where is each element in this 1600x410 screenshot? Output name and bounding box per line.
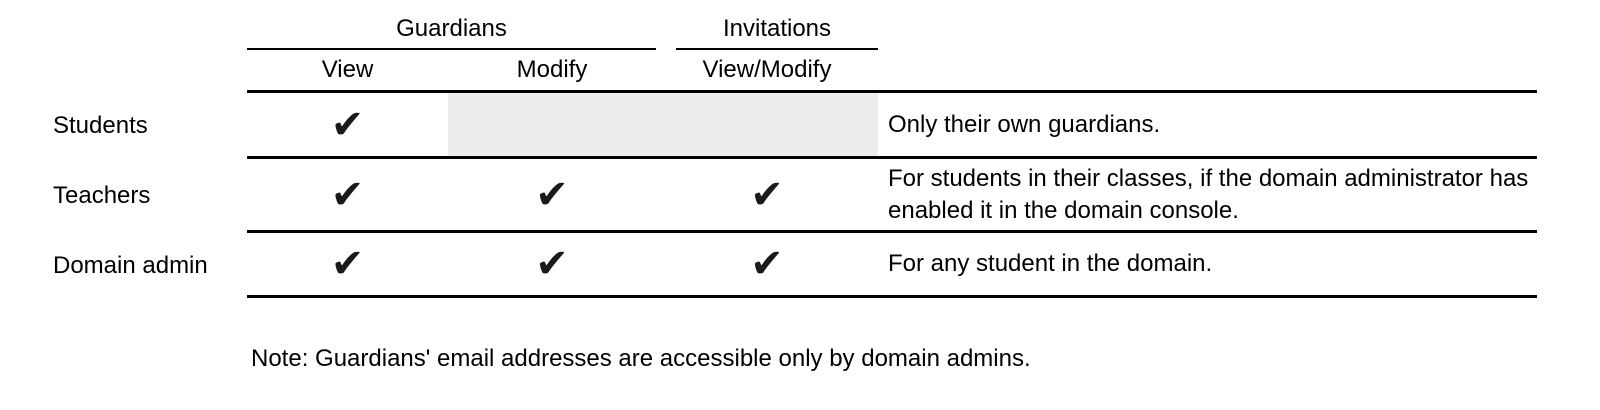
disabled-cells-shade [448,93,878,156]
check-icon: ✔ [535,242,569,286]
group-header-spacer [53,10,247,50]
group-header-filler [878,10,1537,50]
row-label-teachers: Teachers [53,182,151,209]
row-note-domain-admin: For any student in the domain. [888,250,1213,277]
column-header-view-modify: View/Modify [702,56,832,83]
table-row-students: Students ✔ Only their own guardians. [53,93,1537,159]
row-label-students: Students [53,112,148,139]
row-label-domain-admin: Domain admin [53,251,208,279]
sub-header-spacer [53,50,247,93]
table-row-domain-admin: Domain admin ✔ ✔ ✔ For any student in th… [53,233,1537,298]
check-icon: ✔ [330,242,365,286]
group-header-columns: Guardians Invitations [247,10,1537,50]
column-header-view: View [321,56,374,83]
check-icon: ✔ [535,172,569,217]
group-header-row: Guardians Invitations [53,10,1537,50]
column-group-invitations: Invitations [656,10,878,50]
column-header-modify: Modify [516,56,588,83]
row-note-teachers: For students in their classes, if the do… [888,164,1529,224]
permissions-table: Guardians Invitations View Modify View/M… [53,10,1537,373]
column-group-invitations-label: Invitations [722,15,832,42]
check-icon: ✔ [330,172,365,217]
footnote-text: Note: Guardians' email addresses are acc… [251,345,1031,372]
row-note-students: Only their own guardians. [888,110,1161,138]
column-group-guardians-label: Guardians [396,15,507,42]
sub-header-row: View Modify View/Modify [53,50,1537,93]
table-row-teachers: Teachers ✔ ✔ ✔ For students in their cla… [53,159,1537,233]
column-group-guardians: Guardians [247,10,656,50]
check-icon: ✔ [330,102,365,147]
column-header-notes [878,50,1537,90]
check-icon: ✔ [750,242,784,286]
check-icon: ✔ [750,172,784,217]
